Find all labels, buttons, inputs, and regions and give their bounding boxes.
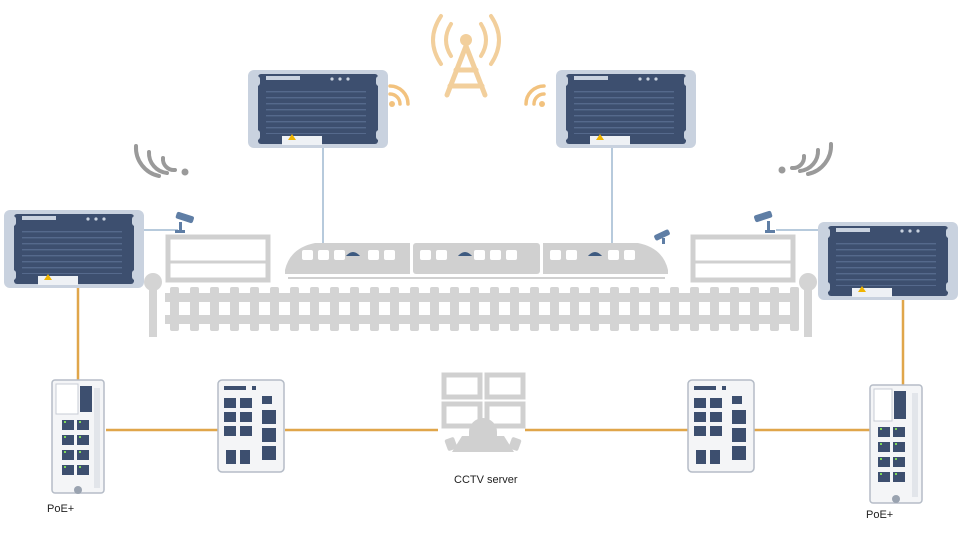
track-sleeper bbox=[730, 287, 739, 331]
track-sleeper bbox=[430, 287, 439, 331]
sleepers bbox=[170, 287, 799, 331]
track-sleeper bbox=[270, 287, 279, 331]
wifi-icon-left bbox=[133, 144, 189, 178]
cctv-camera-icon-train bbox=[654, 229, 670, 244]
wifi-icon-top-right bbox=[524, 84, 546, 107]
track-sleeper bbox=[410, 287, 419, 331]
track-sleeper bbox=[530, 287, 539, 331]
track-sleeper bbox=[370, 287, 379, 331]
dome-camera-icon bbox=[588, 252, 602, 256]
track-sleeper bbox=[190, 287, 199, 331]
train-car-1 bbox=[285, 243, 410, 274]
poe-switch-right bbox=[869, 384, 923, 504]
train-car-2 bbox=[413, 243, 540, 274]
dome-camera-icon bbox=[458, 252, 472, 256]
track-sleeper bbox=[650, 287, 659, 331]
track-sleeper bbox=[630, 287, 639, 331]
track-post-right bbox=[799, 273, 817, 337]
track-sleeper bbox=[670, 287, 679, 331]
track-sleeper bbox=[510, 287, 519, 331]
railway-track bbox=[144, 273, 817, 337]
cctv-camera-icon-right bbox=[754, 210, 775, 233]
track-sleeper bbox=[470, 287, 479, 331]
cctv-server-label: CCTV server bbox=[454, 474, 518, 486]
track-sleeper bbox=[210, 287, 219, 331]
track-sleeper bbox=[390, 287, 399, 331]
track-sleeper bbox=[170, 287, 179, 331]
track-sleeper bbox=[710, 287, 719, 331]
wireless-uplinks bbox=[138, 147, 822, 247]
track-sleeper bbox=[310, 287, 319, 331]
track-sleeper bbox=[570, 287, 579, 331]
track-sleeper bbox=[690, 287, 699, 331]
track-post-left bbox=[144, 273, 162, 337]
poe-label-left: PoE+ bbox=[47, 503, 75, 515]
train bbox=[285, 243, 668, 279]
platform-shelter-right bbox=[690, 234, 796, 283]
track-sleeper bbox=[330, 287, 339, 331]
track-sleeper bbox=[770, 287, 779, 331]
access-point-right bbox=[818, 222, 958, 300]
access-point-left bbox=[4, 210, 144, 288]
rail-bottom bbox=[165, 315, 795, 324]
switch-center-left bbox=[217, 379, 285, 473]
track-sleeper bbox=[550, 287, 559, 331]
cctv-server-icon bbox=[441, 372, 526, 452]
poe-switch-left bbox=[51, 379, 105, 494]
track-sleeper bbox=[350, 287, 359, 331]
track-sleeper bbox=[610, 287, 619, 331]
train-car-3 bbox=[543, 243, 668, 274]
poe-label-right: PoE+ bbox=[866, 509, 894, 521]
radio-tower-icon bbox=[431, 14, 501, 98]
track-sleeper bbox=[230, 287, 239, 331]
wifi-icon-right bbox=[778, 142, 834, 176]
wired-links bbox=[76, 287, 905, 432]
track-sleeper bbox=[790, 287, 799, 331]
track-sleeper bbox=[250, 287, 259, 331]
track-sleeper bbox=[450, 287, 459, 331]
track-sleeper bbox=[590, 287, 599, 331]
access-point-top-right bbox=[556, 70, 696, 148]
rail-top bbox=[165, 293, 795, 302]
dome-camera-icon bbox=[346, 252, 360, 256]
cctv-camera-icon-left bbox=[175, 211, 194, 233]
track-sleeper bbox=[290, 287, 299, 331]
access-point-top-left bbox=[248, 70, 388, 148]
platform-shelter-left bbox=[165, 234, 271, 283]
track-sleeper bbox=[490, 287, 499, 331]
track-sleeper bbox=[750, 287, 759, 331]
wifi-icon-top-left bbox=[388, 84, 410, 107]
switch-center-right bbox=[687, 379, 755, 473]
